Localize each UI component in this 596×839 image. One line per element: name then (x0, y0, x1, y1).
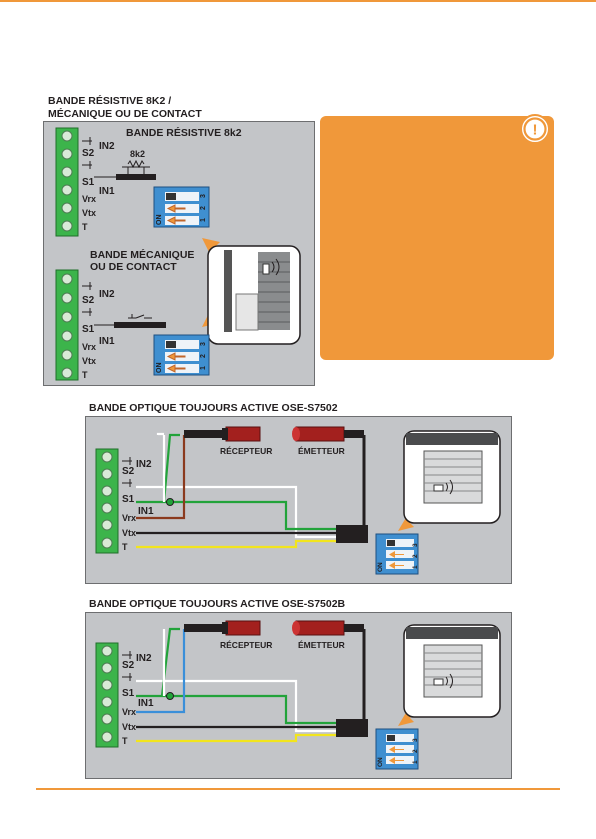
mechanical-band-label-1: BANDE MÉCANIQUE (90, 248, 194, 261)
label-s1-s7502b: S1 (122, 688, 135, 699)
section2-title: BANDE OPTIQUE TOUJOURS ACTIVE OSE-S7502 (89, 402, 338, 414)
label-s1-lower: S1 (82, 324, 95, 335)
label-vtx-lower: Vtx (82, 356, 96, 366)
label-vrx-lower: Vrx (82, 342, 96, 352)
dip-2-s7502b: 2 (412, 749, 419, 753)
label-s2-s7502: S2 (122, 466, 135, 477)
shutter-device-icon (207, 245, 301, 345)
resistive-band-label: BANDE RÉSISTIVE 8k2 (126, 126, 242, 139)
dip-1-s7502b: 1 (412, 760, 419, 764)
svg-text:!: ! (533, 122, 538, 139)
label-s2-s7502b: S2 (122, 660, 135, 671)
section1-title-line2: MÉCANIQUE OU DE CONTACT (48, 108, 202, 120)
label-t-lower: T (82, 370, 88, 380)
emitter-label-s7502b: ÉMETTEUR (298, 640, 345, 650)
receiver-label-s7502: RÉCEPTEUR (220, 446, 272, 456)
label-in1-upper: IN1 (99, 186, 115, 197)
label-t-s7502b: T (122, 736, 128, 746)
label-vrx-s7502b: Vrx (122, 707, 136, 717)
dip-3-lower: 3 (200, 342, 207, 346)
receiver-sensor-icon-b (222, 620, 261, 636)
receiver-sensor-icon (222, 426, 261, 442)
contact-band-icon (94, 314, 166, 328)
resistive-band-icon (94, 159, 156, 180)
label-vtx-s7502: Vtx (122, 528, 136, 538)
warning-box (320, 116, 554, 360)
dip-1-s7502: 1 (412, 565, 419, 569)
label-in2-lower: IN2 (99, 289, 115, 300)
label-t-upper: T (82, 222, 88, 232)
dip-switch-upper (153, 186, 210, 228)
dip-switch-s7502 (375, 533, 419, 575)
label-s2-upper: S2 (82, 148, 95, 159)
terminal-block-lower (55, 269, 79, 381)
label-in2-s7502: IN2 (136, 459, 152, 470)
terminal-block-s7502b (95, 642, 119, 748)
section2-diagram-panel: S2 S1 IN2 IN1 Vrx Vtx T (85, 416, 512, 584)
receiver-label-s7502b: RÉCEPTEUR (220, 640, 272, 650)
label-in1-s7502b: IN1 (138, 698, 154, 709)
dip-2-upper: 2 (200, 206, 207, 210)
dip-1-lower: 1 (200, 366, 207, 370)
mechanical-band-label-2: OU DE CONTACT (90, 261, 177, 273)
bottom-rule (36, 788, 560, 790)
dip-on-s7502b: ON (377, 757, 384, 767)
emitter-sensor-icon (292, 426, 364, 442)
label-vtx-s7502b: Vtx (122, 722, 136, 732)
resistor-value: 8k2 (130, 149, 145, 159)
label-vtx-upper: Vtx (82, 208, 96, 218)
exclamation-icon: ! (520, 114, 550, 144)
section3-title: BANDE OPTIQUE TOUJOURS ACTIVE OSE-S7502B (89, 598, 346, 610)
label-s1-upper: S1 (82, 177, 95, 188)
dip-2-lower: 2 (200, 354, 207, 358)
dip-3-s7502: 3 (412, 543, 419, 547)
section1-title-line1: BANDE RÉSISTIVE 8K2 / (48, 95, 172, 107)
emitter-label-s7502: ÉMETTEUR (298, 446, 345, 456)
dip-3-s7502b: 3 (412, 738, 419, 742)
dip-1-upper: 1 (200, 218, 207, 222)
dip-on-lower: ON (156, 363, 163, 374)
label-in2-s7502b: IN2 (136, 653, 152, 664)
dip-switch-lower (153, 334, 210, 376)
dip-on-s7502: ON (377, 562, 384, 572)
dip-switch-s7502b (375, 728, 419, 770)
label-in1-lower: IN1 (99, 336, 115, 347)
terminal-block-upper (55, 127, 79, 237)
label-in1-s7502: IN1 (138, 506, 154, 517)
dip-on-upper: ON (156, 215, 163, 226)
shutter-device-s7502 (403, 430, 501, 524)
label-vrx-upper: Vrx (82, 194, 96, 204)
label-vrx-s7502: Vrx (122, 513, 136, 523)
label-s1-s7502: S1 (122, 494, 135, 505)
label-s2-lower: S2 (82, 295, 95, 306)
wiring-s7502b (136, 627, 336, 743)
top-rule (0, 0, 596, 2)
label-in2-upper: IN2 (99, 141, 115, 152)
section3-diagram-panel: S2 S1 IN2 IN1 Vrx Vtx T RÉCEPTEUR (85, 612, 512, 779)
wiring-s7502 (136, 432, 336, 549)
terminal-block-s7502 (95, 448, 119, 554)
label-t-s7502: T (122, 542, 128, 552)
section1-diagram-panel: S2 S1 IN2 IN1 Vrx Vtx T BANDE RÉSISTIVE … (43, 121, 315, 386)
dip-2-s7502: 2 (412, 554, 419, 558)
shutter-device-s7502b (403, 624, 501, 718)
dip-3-upper: 3 (200, 194, 207, 198)
emitter-sensor-icon-b (292, 620, 364, 636)
